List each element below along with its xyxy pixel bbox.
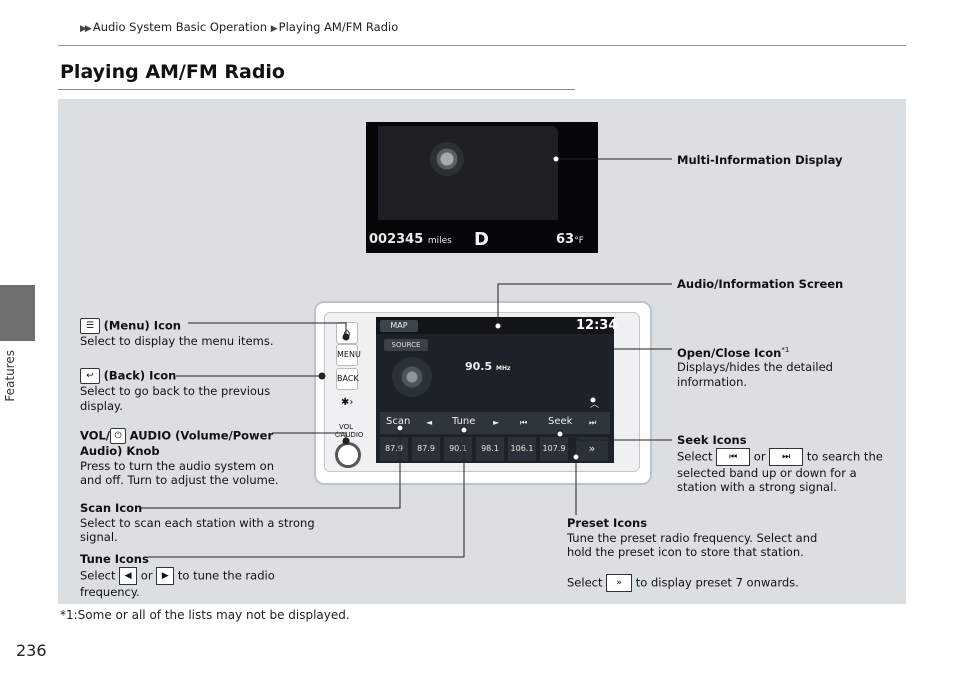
back-icon: ↩ <box>80 368 100 384</box>
header-divider <box>58 45 906 46</box>
section-tab <box>0 285 35 341</box>
callout-tune: Tune Icons Select ◀ or ▶ to tune the rad… <box>80 552 275 599</box>
gear-indicator: D <box>474 229 489 250</box>
radio-icon <box>430 142 464 176</box>
map-button[interactable]: MAP <box>380 320 418 332</box>
callout-scan: Scan Icon Select to scan each station wi… <box>80 501 315 544</box>
callout-mid: Multi-Information Display <box>677 153 843 167</box>
breadcrumb: ▶▶Audio System Basic Operation ▶Playing … <box>80 20 398 34</box>
power-icon: ⏻ <box>110 428 127 444</box>
odometer: 002345 miles <box>369 232 452 247</box>
title-underline <box>58 89 575 90</box>
clock: 12:34 <box>576 318 618 333</box>
callout-open-close: Open/Close Icon*1 Displays/hides the det… <box>677 345 833 389</box>
preset-button[interactable]: 98.1 <box>476 437 504 461</box>
seek-up-glyph-icon: ⏭ <box>769 447 804 466</box>
callout-back: ↩ (Back) Icon Select to go back to the p… <box>80 368 271 413</box>
preset-button[interactable]: 107.9 <box>540 437 568 461</box>
temperature: 63°F <box>556 232 584 247</box>
preset-button[interactable]: 106.1 <box>508 437 536 461</box>
tune-down-icon[interactable]: ◄ <box>426 418 433 427</box>
preset-row: 87.9 87.9 90.1 98.1 106.1 107.9 » <box>380 437 610 461</box>
vol-audio-label: VOL⏻AUDIO <box>335 423 364 439</box>
seek-label: Seek <box>548 416 573 427</box>
station-icon <box>392 357 432 397</box>
source-button[interactable]: SOURCE <box>384 339 428 351</box>
callout-seek: Seek Icons Select ⏮ or ⏭ to search the s… <box>677 433 883 494</box>
page-number: 236 <box>16 641 47 660</box>
breadcrumb-item[interactable]: Playing AM/FM Radio <box>278 20 399 34</box>
mid-background <box>378 126 558 220</box>
seek-up-icon[interactable]: ⏭ <box>589 418 597 427</box>
breadcrumb-arrow-icon: ▶ <box>270 24 278 34</box>
callout-vol: VOL/⏻ AUDIO (Volume/Power Audio) Knob Pr… <box>80 428 279 487</box>
preset-button[interactable]: 87.9 <box>412 437 440 461</box>
tune-down-glyph-icon: ◀ <box>119 566 138 585</box>
breadcrumb-item[interactable]: Audio System Basic Operation <box>92 20 268 34</box>
footnote: *1:Some or all of the lists may not be d… <box>60 608 350 622</box>
scan-button[interactable]: Scan <box>386 416 411 427</box>
control-bar <box>380 412 610 434</box>
preset-button[interactable]: 90.1 <box>444 437 472 461</box>
back-button[interactable]: BACK <box>336 368 359 390</box>
menu-button[interactable]: MENU <box>336 344 361 366</box>
page-title: Playing AM/FM Radio <box>60 61 285 83</box>
more-presets-glyph-icon: » <box>606 574 633 592</box>
menu-icon: ☰ <box>80 318 100 334</box>
seek-down-icon[interactable]: ⏮ <box>520 418 528 427</box>
tune-up-glyph-icon: ▶ <box>156 566 175 585</box>
callout-audio-screen: Audio/Information Screen <box>677 277 844 291</box>
open-close-icon[interactable]: ︿ <box>590 400 600 410</box>
tune-up-icon[interactable]: ► <box>493 418 500 427</box>
preset-button[interactable]: 87.9 <box>380 437 408 461</box>
home-icon[interactable]: ⌂ <box>336 322 358 344</box>
tune-label: Tune <box>452 416 476 427</box>
phone-icon[interactable]: ✱› <box>341 397 354 408</box>
callout-preset: Preset Icons Tune the preset radio frequ… <box>567 516 857 592</box>
callout-menu: ☰ (Menu) Icon Select to display the menu… <box>80 318 274 348</box>
volume-knob[interactable] <box>335 442 361 468</box>
frequency-readout: 90.5 MHz <box>465 360 511 373</box>
breadcrumb-arrow-icon: ▶▶ <box>80 24 92 34</box>
more-presets-icon[interactable]: » <box>576 437 608 461</box>
seek-down-glyph-icon: ⏮ <box>716 447 751 466</box>
